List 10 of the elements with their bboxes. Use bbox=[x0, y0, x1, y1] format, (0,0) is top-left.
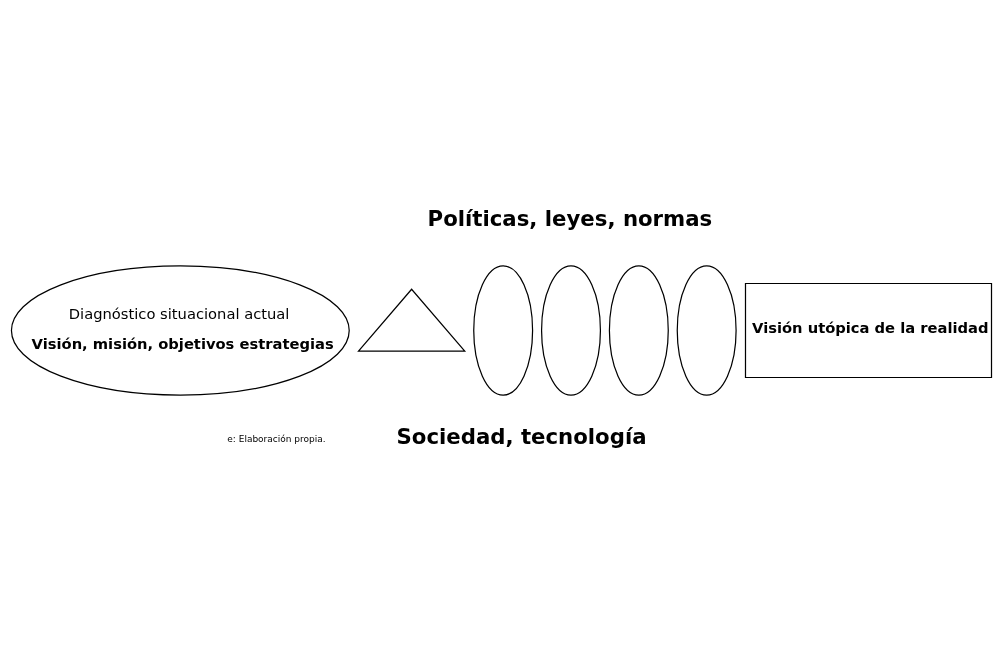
node-ellipse bbox=[608, 265, 669, 396]
node-box: Visión utópica de la realidad bbox=[744, 282, 993, 379]
node-ellipse bbox=[473, 265, 534, 396]
node-ellipse bbox=[540, 265, 602, 396]
label: Políticas, leyes, normas bbox=[427, 205, 713, 231]
label: Sociedad, tecnología bbox=[396, 423, 647, 449]
node-ellipse bbox=[676, 265, 737, 396]
node-triangle bbox=[357, 288, 467, 352]
node-ellipse: Diagnóstico situacional actual Visión, misión, objetivos estrategias bbox=[10, 265, 350, 396]
label: e: Elaboración propia. bbox=[227, 433, 326, 444]
